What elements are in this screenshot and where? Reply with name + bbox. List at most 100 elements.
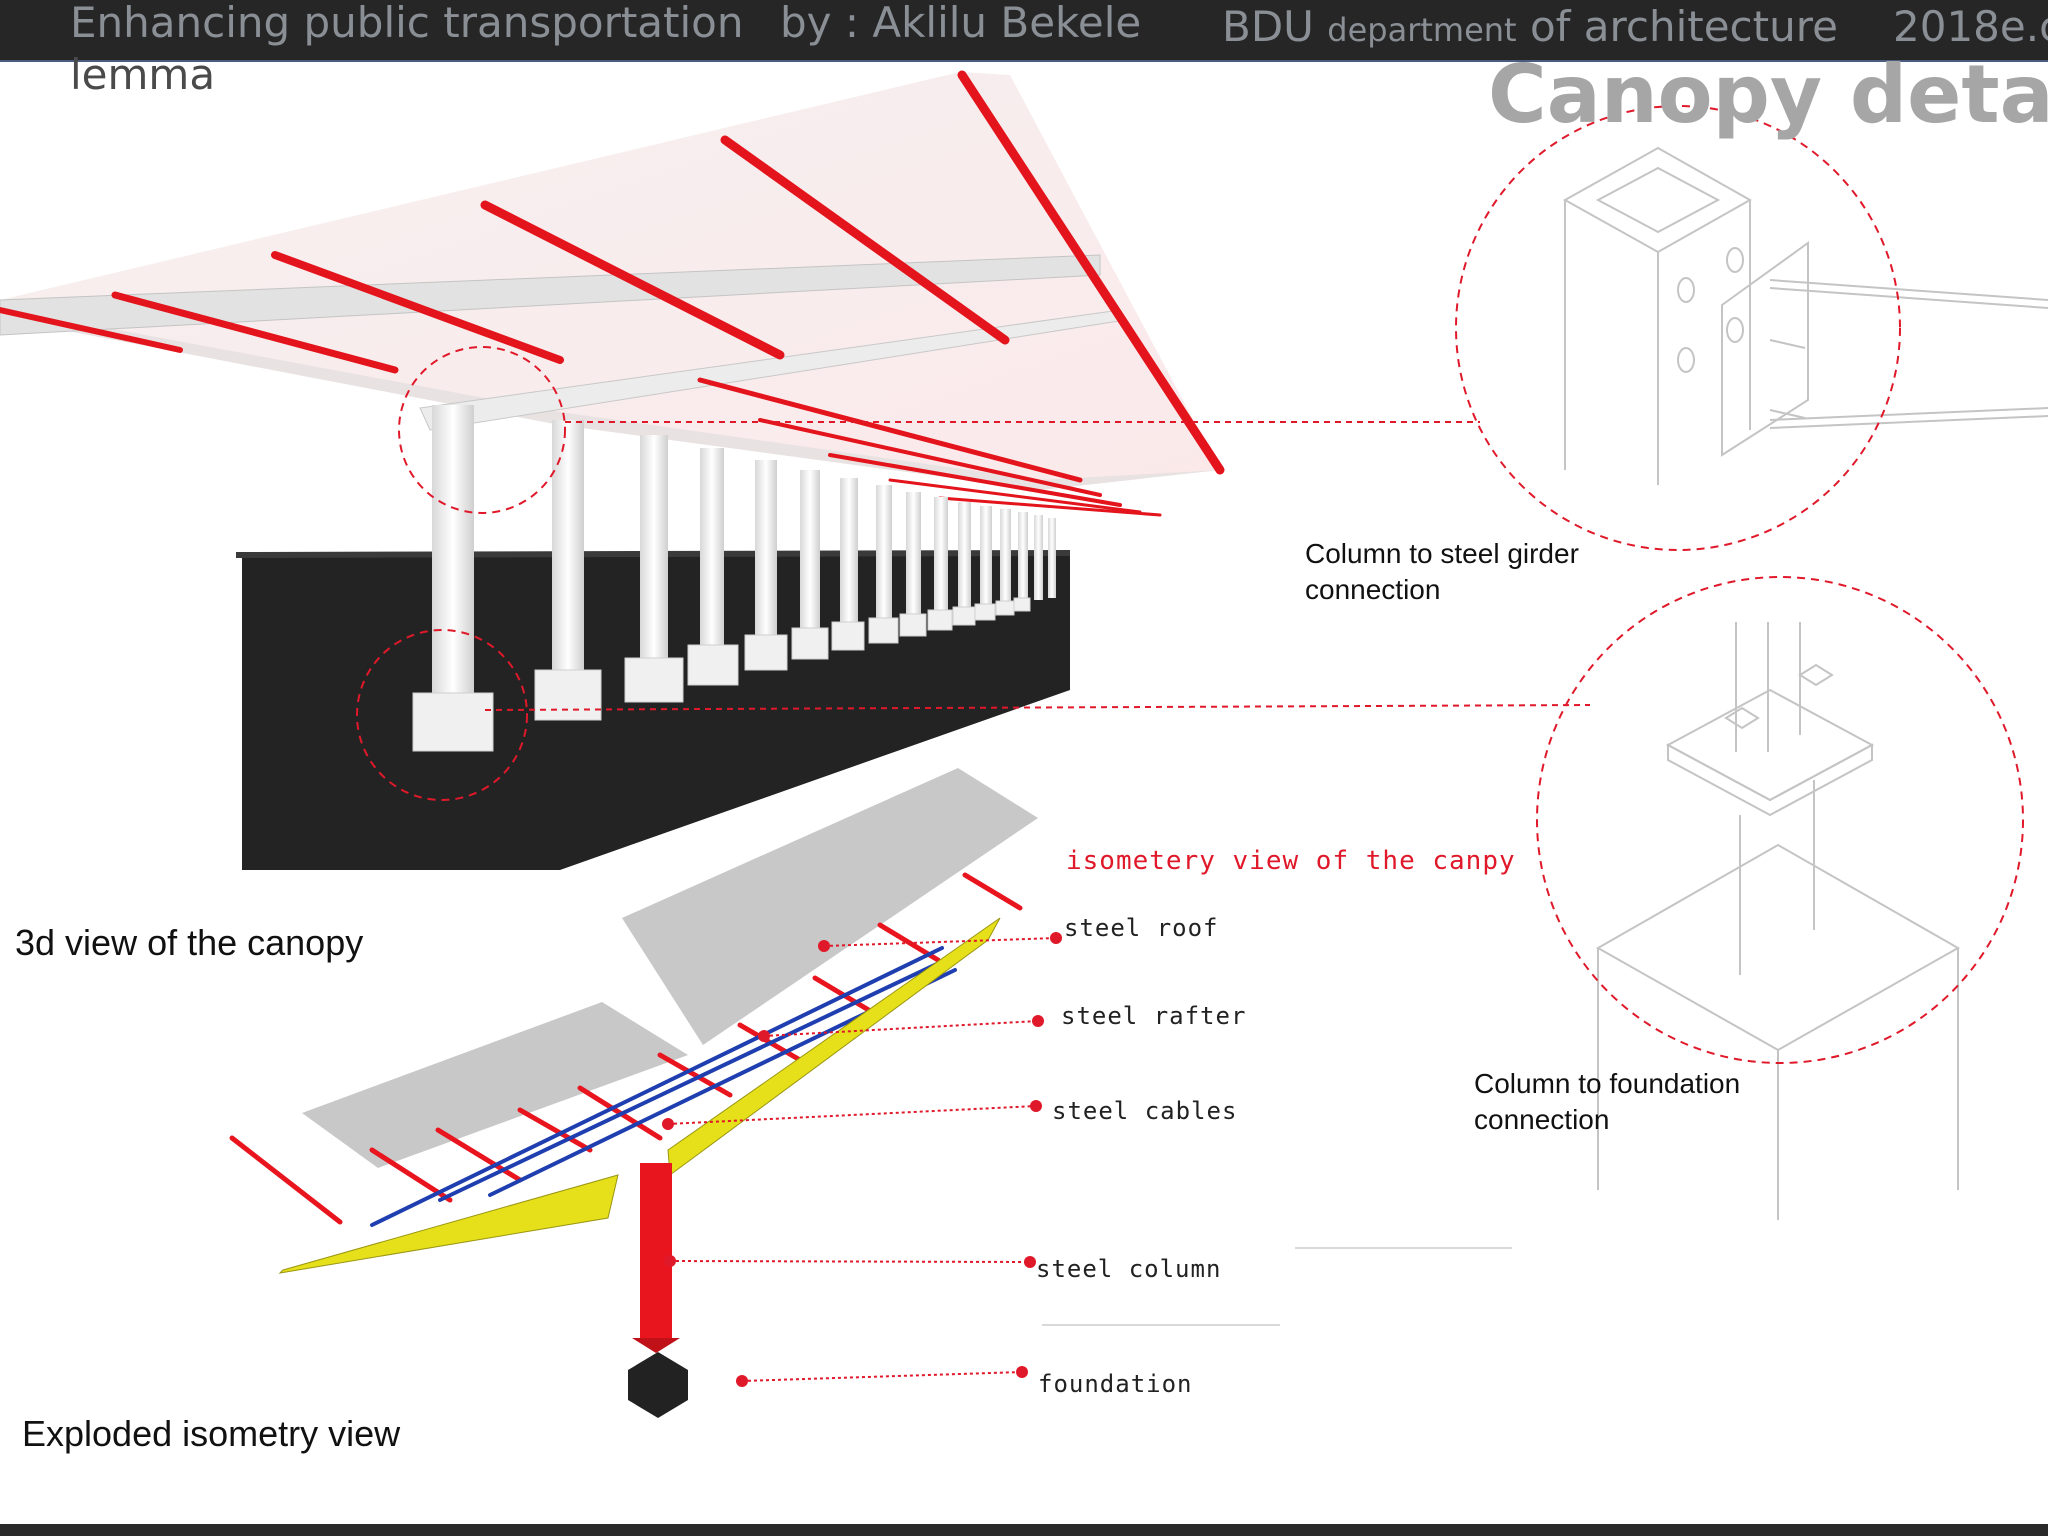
foundation-detail-marker: [356, 629, 528, 801]
column-16: [1048, 518, 1056, 598]
dot-cables-end: [1030, 1100, 1042, 1112]
iso-rafter-6: [657, 1052, 733, 1098]
rafter-11: [938, 496, 1162, 517]
label-steel-rafter: steel rafter: [1061, 1002, 1247, 1030]
girder-detail-marker: [398, 346, 566, 514]
column-2-base: [534, 669, 602, 721]
caption-foundation-line-2: connection: [1474, 1104, 1610, 1136]
detail2-washer-1: [1724, 706, 1760, 730]
iso-rafter-10: [962, 872, 1023, 911]
dot-foundation-start: [736, 1375, 748, 1387]
iso-cable-1: [370, 946, 944, 1227]
column-2: [552, 420, 584, 670]
detail-bolt-2: [1769, 409, 1806, 419]
detail-bolt-hole-2: [1677, 347, 1695, 373]
dot-rafter-end: [1032, 1015, 1044, 1027]
foundation-connection-detail: [1595, 622, 1961, 1220]
roof-rafters: [0, 70, 1225, 517]
rafter-6: [0, 307, 183, 353]
dot-roof-end: [1050, 932, 1062, 944]
column-1: [432, 405, 474, 695]
rafter-5: [111, 291, 399, 374]
detail-column-top: [1562, 146, 1753, 254]
dot-column-end: [1024, 1256, 1036, 1268]
canopy-columns: [412, 405, 1056, 752]
column-5: [755, 460, 777, 640]
iso-rafter-1: [229, 1135, 343, 1225]
leader-cables: [667, 1105, 1037, 1125]
detail-end-plate: [1721, 241, 1809, 457]
iso-roof-panel-lower: [302, 1002, 688, 1168]
rafter-4: [271, 251, 564, 364]
label-foundation: foundation: [1038, 1370, 1193, 1398]
caption-3d-view: 3d view of the canopy: [15, 922, 364, 963]
dot-cables-start: [662, 1118, 674, 1130]
iso-roof-panel-upper: [622, 768, 1038, 1045]
detail-bolt-hole-3: [1726, 247, 1744, 273]
column-3: [640, 435, 668, 660]
leader-roof: [823, 937, 1057, 947]
caption-exploded-view: Exploded isometry view: [22, 1413, 401, 1454]
header-author: by : Aklilu Bekele: [780, 0, 1142, 47]
column-13-base: [995, 600, 1015, 616]
caption-foundation-line-1: Column to foundation: [1474, 1068, 1741, 1099]
detail-girder-flange-4: [1769, 415, 2048, 429]
dot-rafter-start: [758, 1030, 770, 1042]
detail-column-inner: [1595, 166, 1721, 234]
detail2-washer-2: [1798, 663, 1834, 687]
column-5-base: [744, 634, 788, 671]
column-9: [906, 492, 921, 620]
dot-foundation-end: [1016, 1366, 1028, 1378]
rafter-10: [888, 478, 1142, 514]
detail-girder-flange-3: [1769, 407, 2048, 421]
label-steel-column: steel column: [1036, 1255, 1222, 1283]
header-title: Enhancing public transportation: [70, 0, 744, 47]
iso-yellow-girder-left: [278, 1174, 619, 1274]
leader-column: [669, 1260, 1031, 1263]
column-9-base: [899, 613, 927, 637]
column-14-base: [1013, 597, 1031, 612]
caption-foundation-connection: Column to foundation connection: [1474, 1066, 1740, 1139]
column-7-base: [831, 621, 865, 651]
iso-column-arrowhead: [632, 1338, 680, 1353]
column-8: [876, 485, 892, 625]
dot-roof-start: [818, 940, 830, 952]
caption-girder-connection: Column to steel girder connection: [1305, 536, 1579, 609]
detail2-base-plate-side: [1667, 743, 1873, 817]
leader-foundation: [741, 1371, 1023, 1382]
column-15: [1034, 515, 1043, 600]
rafter-3: [480, 200, 785, 360]
leader-rafter: [763, 1020, 1039, 1037]
caption-girder-line-2: connection: [1305, 574, 1441, 606]
header-dept-b: of architecture: [1529, 2, 1838, 51]
column-8-base: [868, 617, 899, 644]
detail-bolt-hole-1: [1677, 277, 1695, 303]
column-10-base: [927, 609, 953, 631]
detail-girder-flange-2: [1769, 287, 2048, 309]
dot-column-start: [664, 1255, 676, 1267]
detail-bolt-1: [1769, 339, 1806, 349]
column-3-base: [624, 657, 684, 703]
iso-cable-2: [438, 958, 947, 1202]
exploded-isometry: [229, 768, 1038, 1418]
header-dept-a: BDU: [1222, 2, 1314, 51]
column-4-base: [687, 644, 739, 686]
canopy-3d-render: [0, 70, 1591, 870]
main-girder: [0, 254, 1101, 336]
column-11-base: [952, 606, 976, 626]
header-year: 2018e.c: [1893, 2, 2048, 51]
iso-rafter-3: [435, 1127, 523, 1183]
label-steel-cables: steel cables: [1052, 1097, 1238, 1125]
rafter-2: [720, 135, 1010, 345]
detail-bolt-hole-4: [1726, 317, 1744, 343]
bottom-rule: [0, 1524, 2048, 1536]
iso-foundation-block: [628, 1352, 688, 1418]
page-title: Canopy detail: [1488, 48, 2048, 141]
column-7: [840, 478, 858, 628]
caption-girder-line-1: Column to steel girder: [1305, 538, 1579, 569]
column-10: [934, 497, 948, 615]
header-author-continued: lemma: [70, 50, 216, 99]
column-1-base: [412, 692, 494, 752]
label-steel-roof: steel roof: [1064, 914, 1219, 942]
